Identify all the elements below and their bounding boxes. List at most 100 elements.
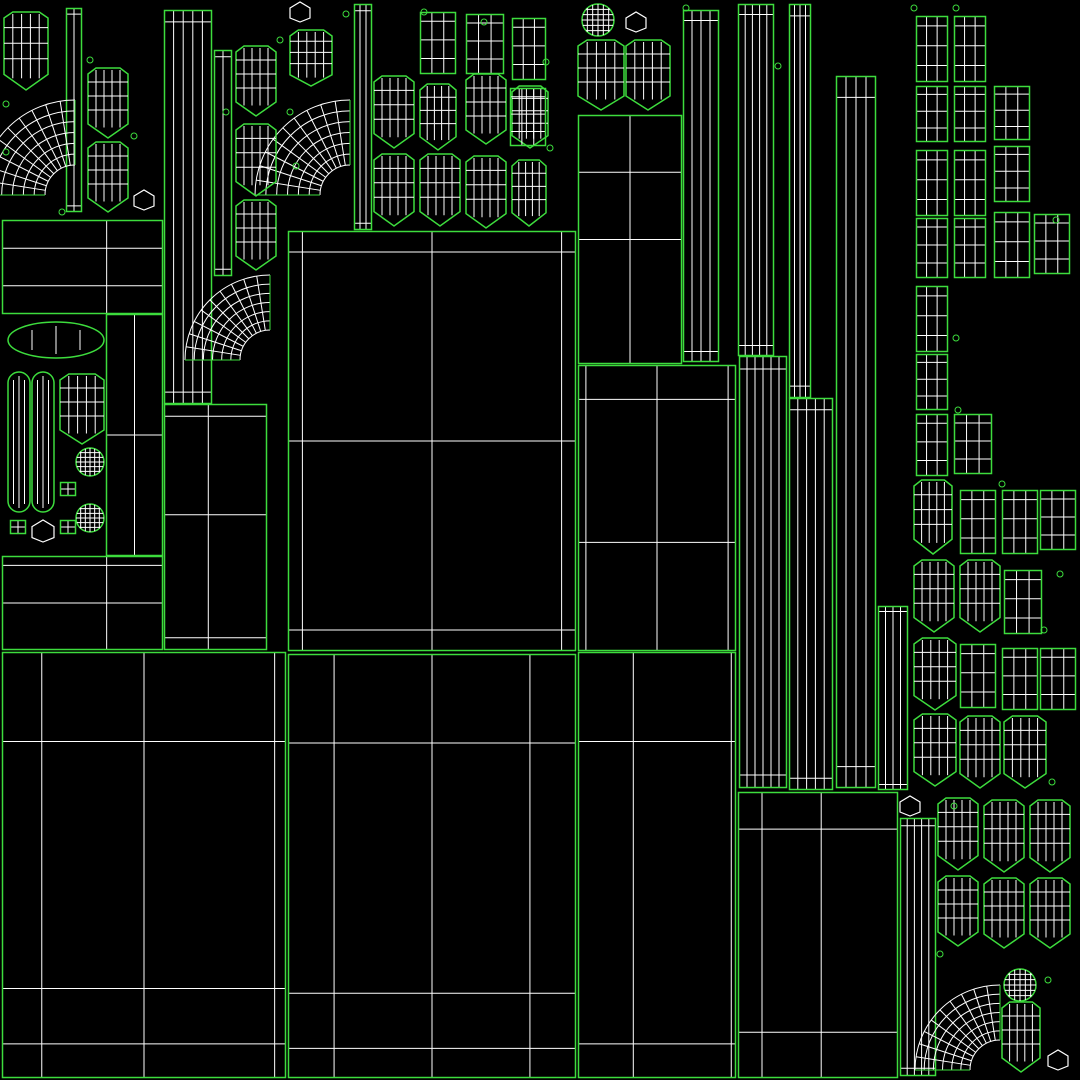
uv-seam xyxy=(87,141,129,213)
uv-seam xyxy=(59,481,77,497)
uv-seam xyxy=(913,479,953,555)
uv-island xyxy=(737,791,899,1079)
uv-seam xyxy=(1,651,287,1079)
uv-marker xyxy=(1052,216,1060,224)
uv-seam xyxy=(373,153,415,227)
uv-shield xyxy=(87,67,129,139)
uv-island xyxy=(287,230,577,652)
uv-column-piece xyxy=(1003,569,1043,635)
uv-edge xyxy=(59,101,71,166)
uv-cube xyxy=(133,189,155,211)
uv-column-piece xyxy=(915,85,949,143)
uv-seam xyxy=(788,397,834,791)
uv-island xyxy=(1,651,287,1079)
uv-seam xyxy=(235,123,277,197)
uv-marker xyxy=(86,56,94,64)
uv-marker xyxy=(954,406,962,414)
uv-shield xyxy=(1029,877,1071,949)
uv-island xyxy=(287,653,577,1079)
uv-seam xyxy=(953,149,987,217)
uv-column-piece xyxy=(959,489,997,555)
uv-marker xyxy=(420,8,428,16)
uv-column-piece xyxy=(511,17,547,81)
uv-seam xyxy=(419,11,457,75)
uv-seam xyxy=(737,791,899,1079)
uv-seam xyxy=(1039,647,1077,711)
uv-edge xyxy=(282,127,330,175)
uv-column-piece xyxy=(1039,647,1077,711)
uv-column-piece xyxy=(953,413,993,475)
uv-marker xyxy=(58,208,66,216)
uv-column-piece xyxy=(465,13,505,75)
uv-shield xyxy=(235,123,277,197)
uv-column-piece xyxy=(993,145,1031,203)
uv-seam xyxy=(959,559,1001,633)
uv-edge xyxy=(960,994,987,1044)
uv-seam xyxy=(1,555,164,651)
uv-seam xyxy=(577,364,737,652)
uv-strip xyxy=(835,75,877,789)
uv-strip xyxy=(737,3,775,357)
uv-island xyxy=(577,114,683,365)
uv-edge xyxy=(0,139,52,178)
uv-edge xyxy=(949,1000,983,1047)
uv-seam xyxy=(105,313,164,557)
uv-edge xyxy=(272,138,327,178)
uv-seam xyxy=(915,413,949,477)
uv-seam xyxy=(993,211,1031,279)
uv-seam xyxy=(1,219,164,315)
uv-seam xyxy=(287,653,577,1079)
uv-edge xyxy=(256,275,266,331)
uv-edge xyxy=(45,104,67,167)
uv-edge xyxy=(306,110,337,169)
uv-marker xyxy=(2,148,10,156)
uv-island xyxy=(577,651,737,1079)
uv-column-piece xyxy=(1039,489,1077,551)
uv-edge xyxy=(973,989,992,1042)
uv-shield xyxy=(1001,1001,1041,1073)
uv-edge xyxy=(239,329,271,361)
uv-seam xyxy=(625,39,671,111)
uv-seam xyxy=(959,643,997,709)
uv-edge xyxy=(919,1043,972,1062)
uv-seam xyxy=(738,355,788,789)
uv-seam xyxy=(419,153,461,227)
uv-edge xyxy=(243,279,262,332)
uv-edge xyxy=(259,165,322,187)
uv-column-piece xyxy=(419,11,457,75)
uv-marker xyxy=(130,132,138,140)
uv-shield xyxy=(1003,715,1047,789)
uv-seam xyxy=(1029,799,1071,873)
uv-marker xyxy=(1044,976,1052,984)
uv-edge xyxy=(230,284,257,334)
uv-shield xyxy=(1029,799,1071,873)
uv-shield xyxy=(373,153,415,227)
uv-edge xyxy=(319,164,351,196)
uv-seam xyxy=(59,519,77,535)
uv-seam xyxy=(993,145,1031,203)
uv-seam xyxy=(373,75,415,149)
uv-seam xyxy=(983,877,1025,949)
uv-seam xyxy=(953,85,987,143)
uv-edge xyxy=(256,179,321,191)
uv-seam xyxy=(915,353,949,411)
uv-edge xyxy=(986,985,996,1041)
uv-seam xyxy=(959,715,1001,789)
uv-marker xyxy=(1048,778,1056,786)
uv-cube xyxy=(625,11,647,33)
uv-box xyxy=(9,519,27,535)
uv-edge xyxy=(44,164,76,196)
uv-seam xyxy=(9,519,27,535)
uv-shield xyxy=(913,713,957,787)
uv-marker xyxy=(542,58,550,66)
uv-column-piece xyxy=(953,15,987,83)
uv-marker xyxy=(952,4,960,12)
uv-edge xyxy=(189,333,242,352)
uv-shield xyxy=(913,637,957,711)
uv-marker xyxy=(2,100,10,108)
uv-strip xyxy=(65,7,83,213)
uv-seam xyxy=(353,3,373,231)
uv-edge xyxy=(0,99,76,138)
uv-seam xyxy=(511,159,547,227)
